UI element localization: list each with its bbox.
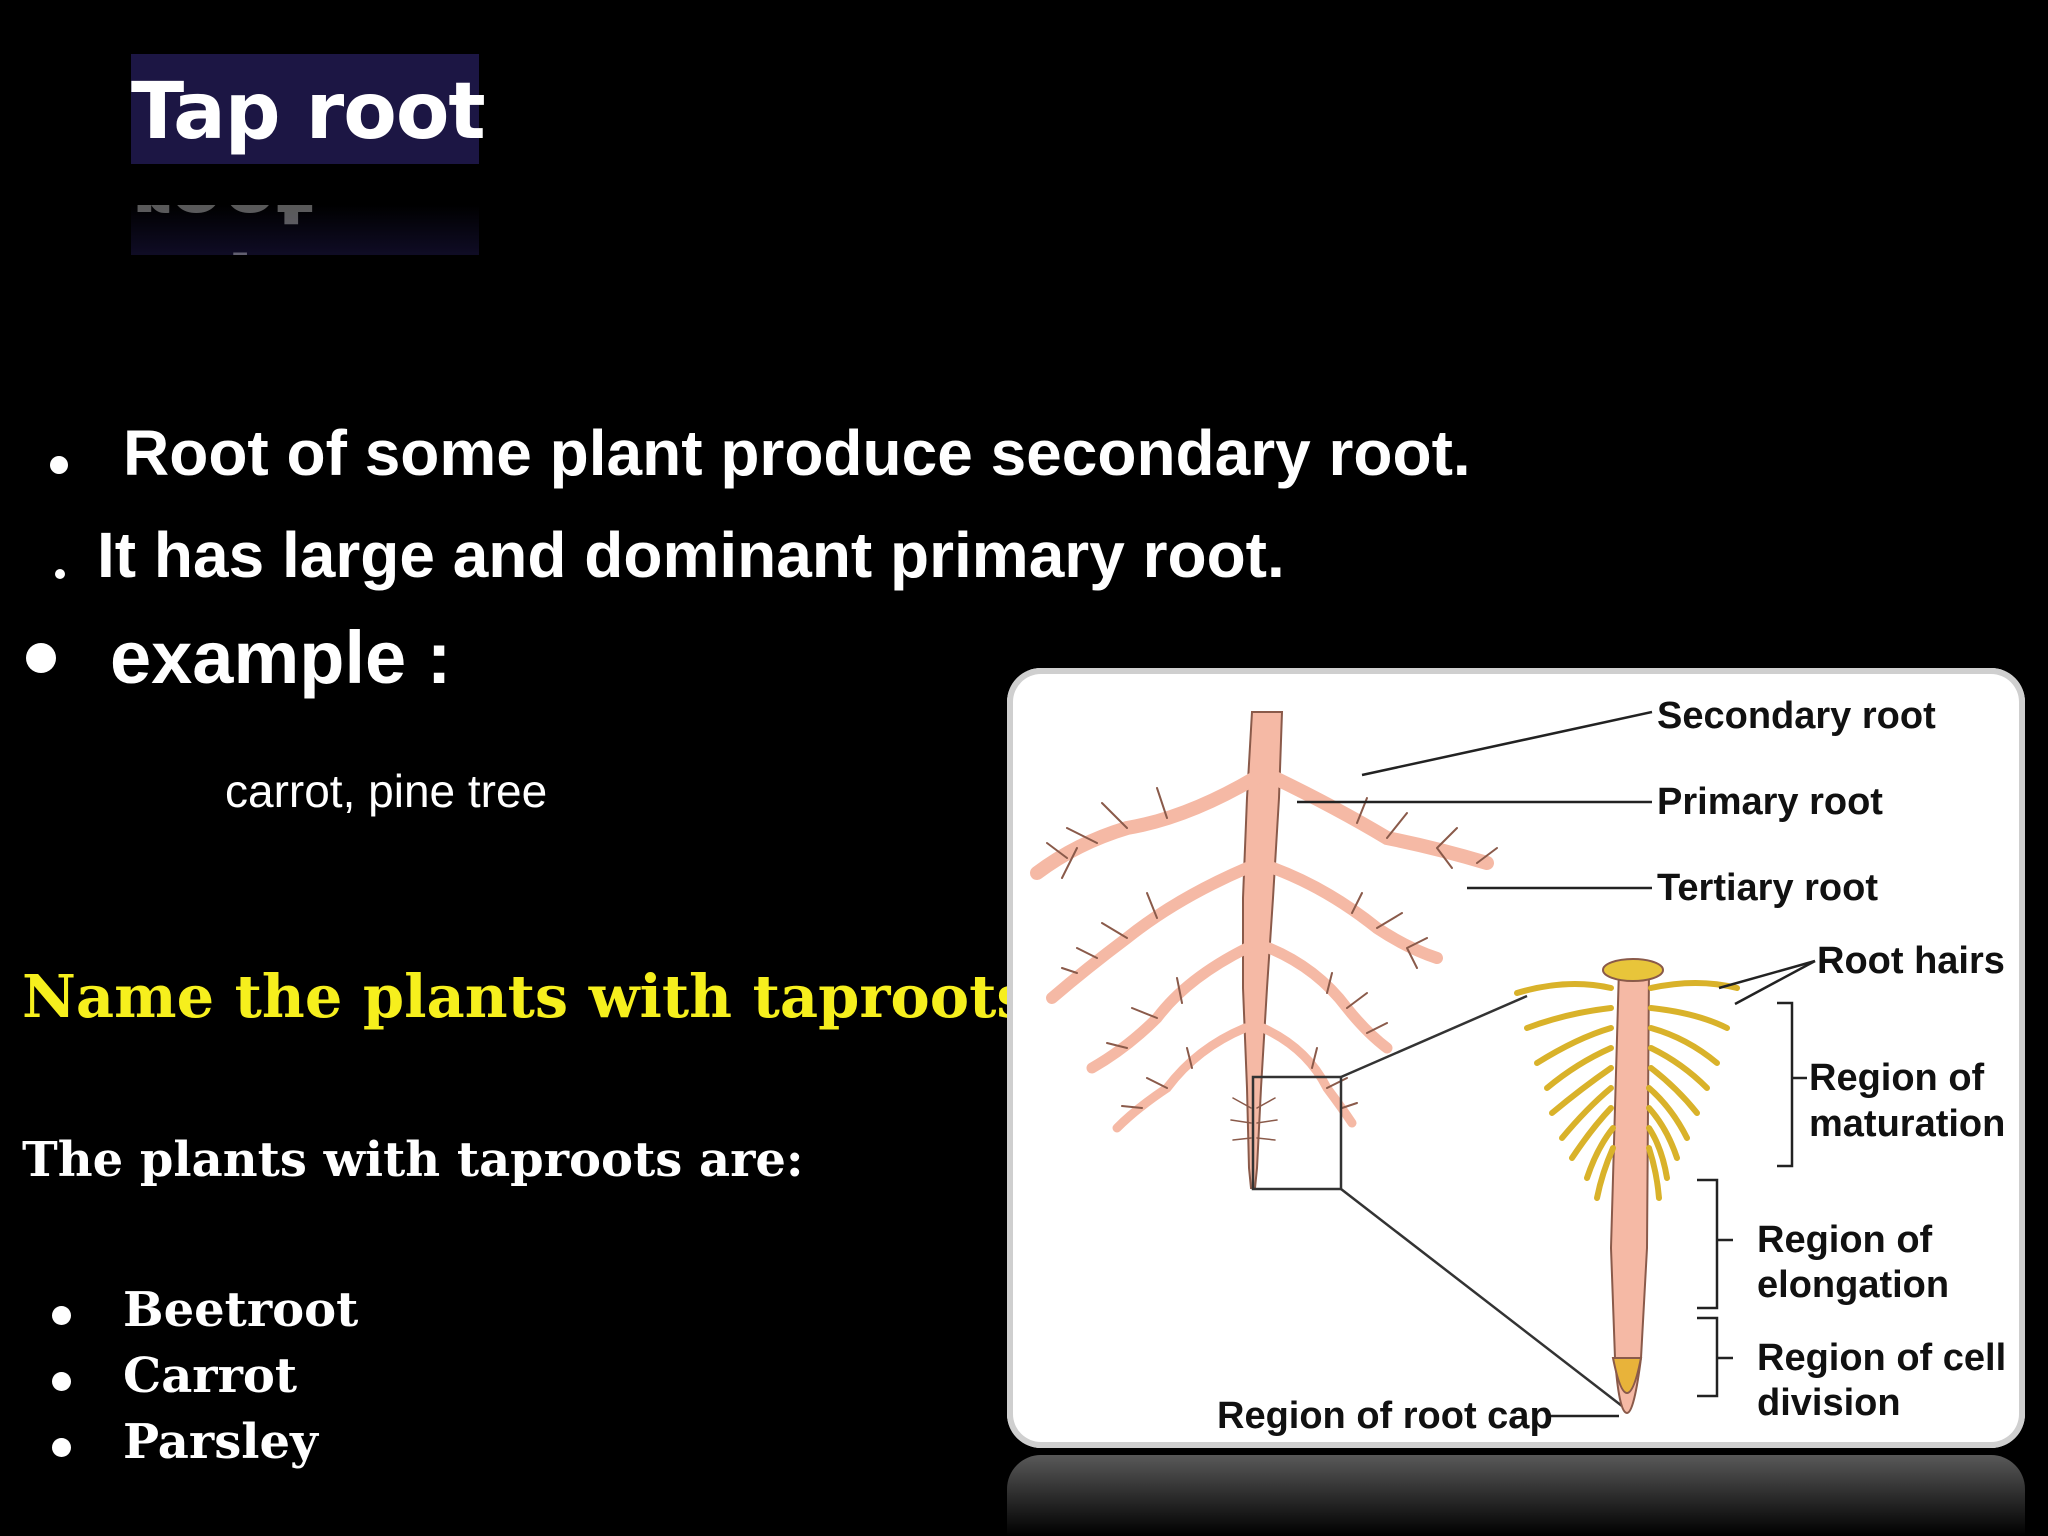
slide-title: Tap root — [131, 62, 485, 162]
bullet-3-text: example : — [110, 615, 451, 700]
bullet-dot — [52, 1372, 71, 1391]
taproot-drawing — [1037, 712, 1497, 1188]
title-reflection: Tap root — [131, 205, 479, 255]
answer-intro: The plants with taproots are: — [22, 1132, 804, 1188]
bullet-dot — [52, 1438, 71, 1457]
label-secondary-root: Secondary root — [1657, 695, 1936, 737]
label-root-cap: Region of root cap — [1217, 1395, 1553, 1437]
label-tertiary-root: Tertiary root — [1657, 867, 1878, 909]
figure-reflection — [1007, 1455, 2025, 1536]
root-tip-magnified — [1517, 959, 1737, 1413]
question-heading: Name the plants with taproots. — [22, 962, 1050, 1031]
label-maturation-1: Region of — [1809, 1057, 1985, 1099]
bullet-2-text: It has large and dominant primary root. — [97, 518, 1285, 592]
bullet-dot — [26, 643, 56, 673]
label-elongation-1: Region of — [1757, 1219, 1933, 1261]
taproot-diagram: Secondary root Primary root Tertiary roo… — [1007, 668, 2025, 1448]
bullet-dot — [52, 1306, 71, 1325]
label-maturation-2: maturation — [1809, 1103, 2005, 1145]
example-text: carrot, pine tree — [225, 764, 547, 818]
bullet-1-text: Root of some plant produce secondary roo… — [123, 416, 1471, 490]
bullet-dot — [50, 456, 68, 474]
label-primary-root: Primary root — [1657, 781, 1883, 823]
label-elongation-2: elongation — [1757, 1264, 1949, 1306]
label-root-hairs: Root hairs — [1817, 940, 2005, 982]
label-division-2: division — [1757, 1382, 1901, 1424]
bullet-dot — [55, 569, 65, 579]
label-division-1: Region of cell — [1757, 1337, 2006, 1379]
